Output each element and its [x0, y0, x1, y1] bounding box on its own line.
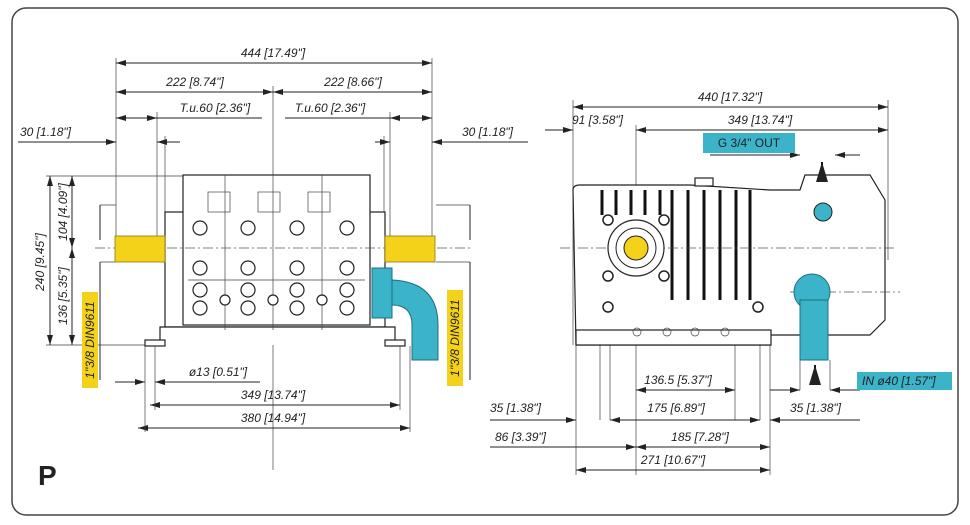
- inlet-label: IN ø40 [1.57"]: [862, 374, 936, 388]
- shaft-spec-left-bg: [82, 292, 98, 388]
- dim-rear-length: 349 [13.74"]: [728, 113, 793, 127]
- shaft-end: [623, 235, 649, 261]
- dim-front-offset: 91 [3.58"]: [572, 113, 624, 127]
- inlet-elbow: [371, 267, 439, 361]
- dim-foot-spacing: 349 [13.74"]: [241, 388, 306, 402]
- pump-body-front: [95, 174, 470, 347]
- dim-edge-right: 35 [1.38"]: [790, 401, 842, 415]
- dim-foot-spacing-side: 175 [6.89"]: [647, 401, 705, 415]
- dim-shaft-offset: 86 [3.39"]: [495, 430, 547, 444]
- dim-half-left: 222 [8.74"]: [165, 75, 224, 89]
- page-letter: P: [38, 460, 57, 491]
- dim-shaft-right: T.u.60 [2.36"]: [295, 101, 366, 115]
- dim-height-total: 240 [9.45"]: [33, 233, 47, 292]
- shaft-right: [384, 235, 436, 263]
- dim-height-lower: 136 [5.35"]: [56, 267, 70, 325]
- dim-shaft-left: T.u.60 [2.36"]: [180, 101, 251, 115]
- shaft-left: [114, 235, 166, 263]
- shaft-spec-right: 1"3/8 DIN9611: [448, 299, 462, 376]
- dim-overall-width: 444 [17.49"]: [241, 46, 306, 60]
- dim-rear-base: 185 [7.28"]: [671, 430, 729, 444]
- inlet-hose: [799, 299, 829, 361]
- dim-offset-right: 30 [1.18"]: [462, 125, 514, 139]
- dim-hole-dia: ø13 [0.51"]: [189, 365, 248, 379]
- dim-foot-width: 380 [14.94"]: [241, 411, 306, 425]
- dim-edge-left: 35 [1.38"]: [490, 401, 542, 415]
- outlet-port: [813, 202, 833, 222]
- dim-overall-length: 440 [17.32"]: [698, 90, 763, 104]
- dim-hole-spacing: 136.5 [5.37"]: [644, 373, 712, 387]
- dim-height-upper: 104 [4.09"]: [56, 183, 70, 241]
- pump-body-side: [560, 174, 900, 346]
- outlet-label: G 3/4" OUT: [718, 136, 781, 150]
- front-view: 444 [17.49"] 222 [8.74"] 222 [8.66"] T.u…: [18, 46, 528, 470]
- inlet-label-bg: [857, 372, 952, 390]
- shaft-spec-left: 1"3/8 DIN9611: [83, 301, 97, 378]
- dim-half-right: 222 [8.66"]: [323, 75, 382, 89]
- dim-base-length: 271 [10.67"]: [640, 453, 706, 467]
- outlet-label-bg: [703, 133, 795, 153]
- dim-offset-left: 30 [1.18"]: [20, 125, 72, 139]
- shaft-spec-right-bg: [447, 290, 463, 386]
- side-view: 440 [17.32"] 91 [3.58"] 349 [13.74"] G 3…: [490, 90, 952, 475]
